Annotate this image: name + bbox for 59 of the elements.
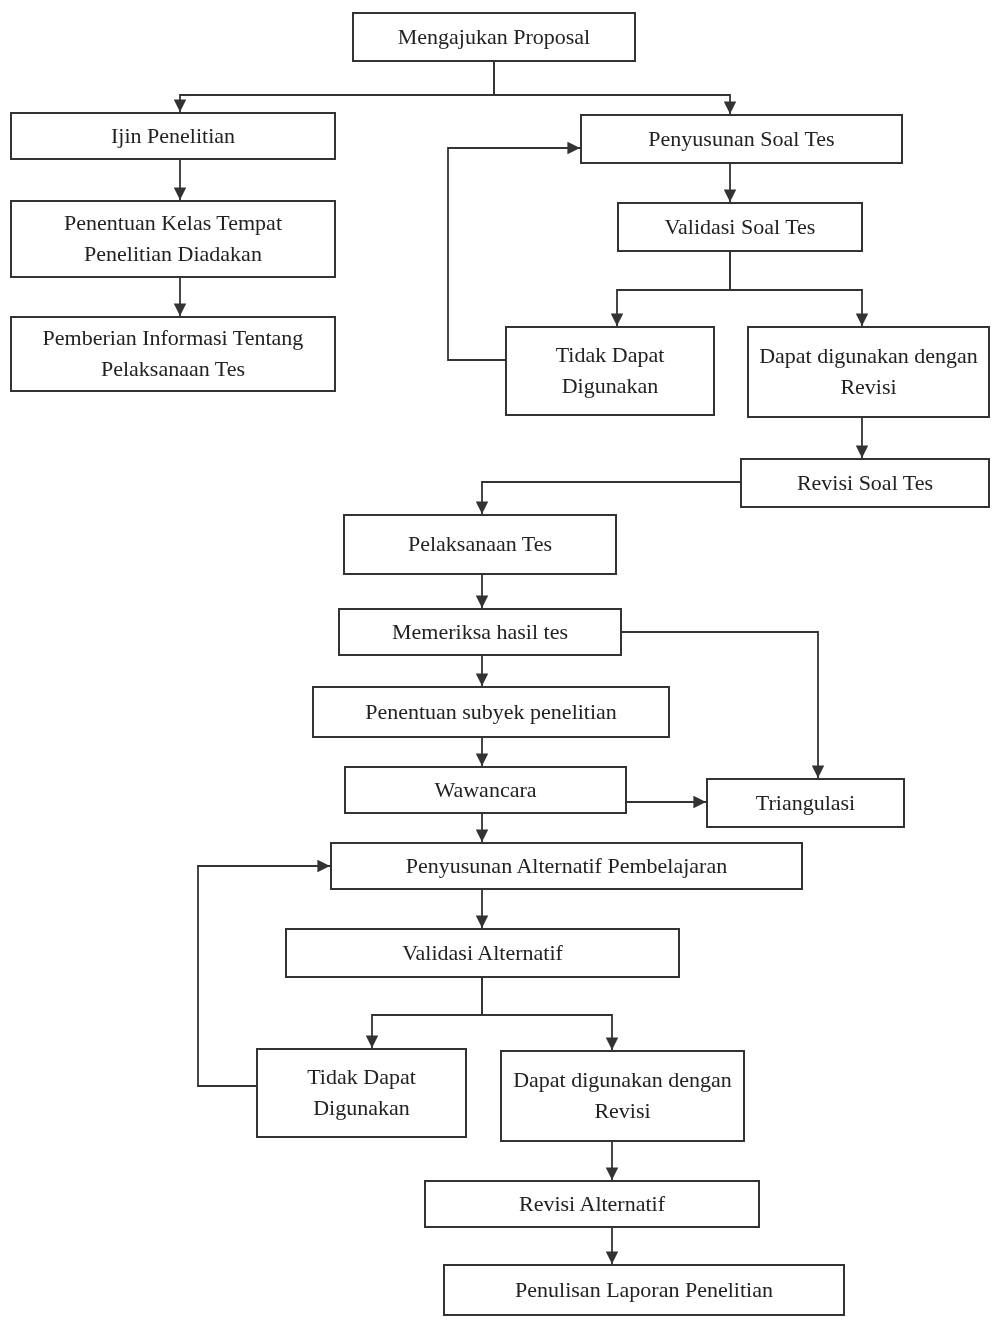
process-box (10, 112, 336, 160)
arrow (475, 655, 489, 687)
arrow (475, 574, 489, 609)
process-box (344, 766, 627, 814)
process-box (706, 778, 905, 828)
box-label: Dapat digunakan dengan Revisi (758, 342, 979, 401)
box-label: Tidak Dapat Digunakan (554, 341, 666, 400)
arrow (475, 737, 489, 767)
arrow (723, 163, 737, 203)
process-box (500, 1050, 745, 1142)
box-label: Ijin Penelitian (110, 121, 236, 150)
arrow (729, 251, 869, 327)
box-label: Penentuan Kelas Tempat Penelitian Diadakan (63, 209, 283, 268)
process-box (338, 608, 622, 656)
process-box (617, 202, 863, 252)
process-box (10, 316, 336, 392)
process-box (343, 514, 617, 575)
arrow (855, 417, 869, 459)
box-label: Revisi Soal Tes (795, 468, 935, 497)
process-box (285, 928, 680, 978)
arrow (621, 631, 825, 779)
process-box (505, 326, 715, 416)
process-box (352, 12, 636, 62)
box-label: Dapat digunakan dengan Revisi (512, 1066, 733, 1125)
arrow (475, 481, 741, 515)
box-label: Validasi Alternatif (401, 938, 564, 967)
box-label: Mengajukan Proposal (396, 22, 592, 51)
arrow (447, 141, 581, 361)
box-label: Revisi Alternatif (518, 1189, 666, 1218)
arrow (481, 977, 619, 1051)
arrow (197, 859, 331, 1087)
arrow (173, 277, 187, 317)
process-box (747, 326, 990, 418)
box-label: Penulisan Laporan Penelitian (514, 1275, 774, 1304)
box-label: Pelaksanaan Tes (406, 530, 554, 559)
arrow (173, 159, 187, 201)
process-box (580, 114, 903, 164)
process-box (256, 1048, 467, 1138)
arrow (605, 1141, 619, 1181)
box-label: Pemberian Informasi Tentang Pelaksanaan Tes (41, 324, 305, 383)
arrow (626, 795, 707, 809)
process-box (312, 686, 670, 738)
process-box (10, 200, 336, 278)
arrow (475, 813, 489, 843)
box-label: Penyusunan Soal Tes (647, 124, 836, 153)
box-label: Penyusunan Alternatif Pembelajaran (404, 851, 729, 880)
process-box (443, 1264, 845, 1316)
box-label: Validasi Soal Tes (663, 212, 817, 241)
process-box (330, 842, 803, 890)
arrow (493, 61, 737, 115)
process-box (740, 458, 990, 508)
box-label: Penentuan subyek penelitian (364, 697, 618, 726)
box-label: Triangulasi (754, 788, 857, 817)
process-box (424, 1180, 760, 1228)
arrow (475, 889, 489, 929)
box-label: Memeriksa hasil tes (391, 617, 569, 646)
arrow (605, 1227, 619, 1265)
box-label: Wawancara (433, 775, 538, 804)
box-label: Tidak Dapat Digunakan (306, 1063, 417, 1122)
